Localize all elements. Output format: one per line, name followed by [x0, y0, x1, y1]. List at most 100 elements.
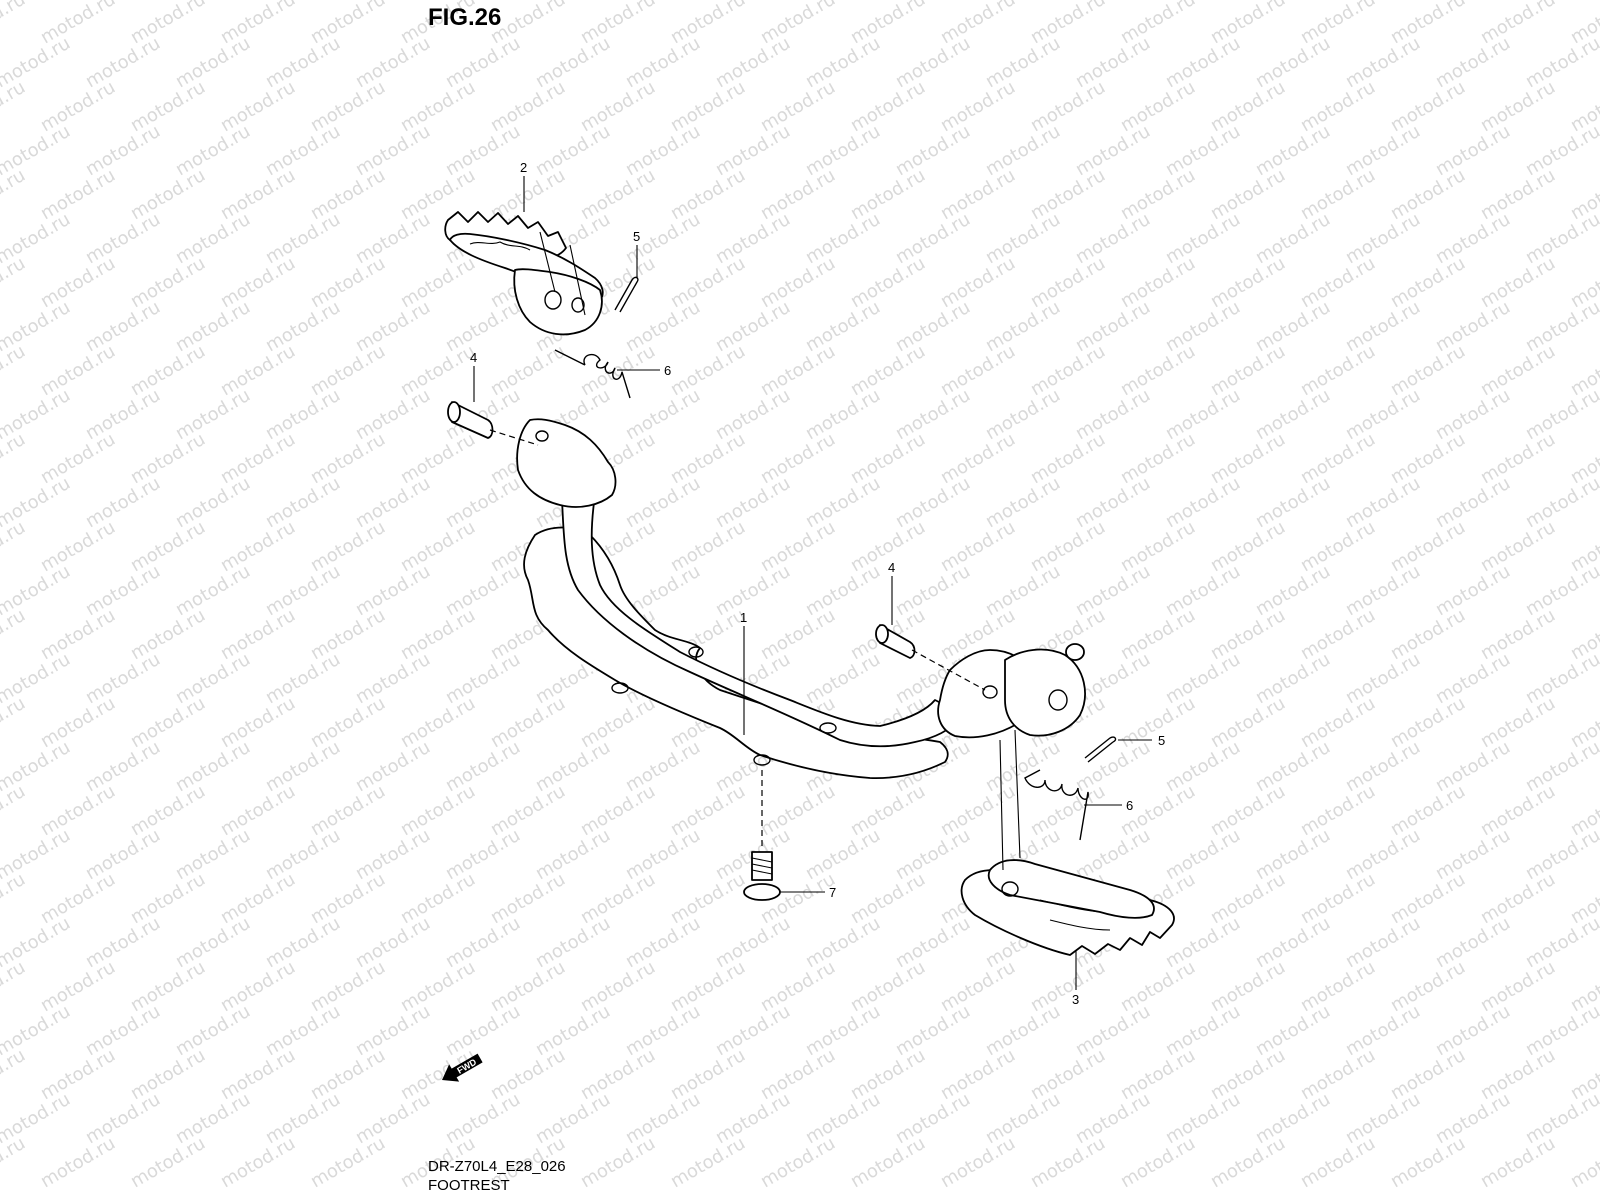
watermark-text: motod.ru — [667, 341, 749, 400]
watermark-text: motod.ru — [1567, 1133, 1600, 1192]
watermark-text: motod.ru — [712, 1089, 794, 1148]
watermark-text: motod.ru — [1297, 693, 1379, 752]
watermark-text: motod.ru — [262, 737, 344, 796]
watermark-text: motod.ru — [442, 1089, 524, 1148]
watermark-text: motod.ru — [577, 693, 659, 752]
watermark-text: motod.ru — [217, 605, 299, 664]
watermark-text: motod.ru — [0, 0, 29, 48]
watermark-text: motod.ru — [37, 517, 119, 576]
watermark-text: motod.ru — [1207, 341, 1289, 400]
watermark-text: motod.ru — [37, 957, 119, 1016]
watermark-text: motod.ru — [127, 781, 209, 840]
watermark-text: motod.ru — [1387, 957, 1469, 1016]
watermark-text: motod.ru — [1027, 165, 1109, 224]
watermark-text: motod.ru — [1297, 781, 1379, 840]
watermark-text: motod.ru — [1117, 341, 1199, 400]
watermark-text: motod.ru — [307, 781, 389, 840]
watermark-text: motod.ru — [802, 1089, 884, 1148]
watermark-text: motod.ru — [1027, 429, 1109, 488]
watermark-text: motod.ru — [802, 473, 884, 532]
watermark-text: motod.ru — [1342, 1001, 1424, 1060]
watermark-text: motod.ru — [1432, 1089, 1514, 1148]
watermark-text: motod.ru — [622, 121, 704, 180]
watermark-text: motod.ru — [892, 473, 974, 532]
watermark-text: motod.ru — [1387, 429, 1469, 488]
watermark-text: motod.ru — [1207, 517, 1289, 576]
watermark-text: motod.ru — [892, 825, 974, 884]
watermark-text: motod.ru — [1477, 781, 1559, 840]
watermark-text: motod.ru — [352, 385, 434, 444]
watermark-text: motod.ru — [307, 517, 389, 576]
watermark-text: motod.ru — [1342, 737, 1424, 796]
watermark-text: motod.ru — [397, 341, 479, 400]
watermark-text: motod.ru — [1027, 341, 1109, 400]
watermark-text: motod.ru — [982, 561, 1064, 620]
callout-4-right: 4 — [888, 560, 895, 575]
watermark-text: motod.ru — [1387, 165, 1469, 224]
watermark-text: motod.ru — [667, 165, 749, 224]
watermark-text: motod.ru — [1162, 737, 1244, 796]
watermark-text: motod.ru — [307, 429, 389, 488]
watermark-text: motod.ru — [1522, 737, 1600, 796]
watermark-text: motod.ru — [1207, 429, 1289, 488]
pin-left — [447, 401, 539, 446]
watermark-text: motod.ru — [1432, 297, 1514, 356]
watermark-text: motod.ru — [1522, 1001, 1600, 1060]
watermark-text: motod.ru — [532, 1001, 614, 1060]
watermark-text: motod.ru — [217, 341, 299, 400]
watermark-text: motod.ru — [757, 781, 839, 840]
watermark-text: motod.ru — [82, 473, 164, 532]
watermark-text: motod.ru — [1162, 561, 1244, 620]
watermark-text: motod.ru — [532, 121, 614, 180]
watermark-text: motod.ru — [622, 473, 704, 532]
watermark-text: motod.ru — [1432, 1001, 1514, 1060]
watermark-text: motod.ru — [532, 913, 614, 972]
watermark-text: motod.ru — [622, 913, 704, 972]
watermark-text: motod.ru — [1207, 781, 1289, 840]
watermark-text: motod.ru — [577, 77, 659, 136]
watermark-text: motod.ru — [37, 1045, 119, 1104]
watermark-text: motod.ru — [82, 209, 164, 268]
watermark-text: motod.ru — [1027, 517, 1109, 576]
watermark-text: motod.ru — [307, 869, 389, 928]
watermark-text: motod.ru — [892, 913, 974, 972]
watermark-text: motod.ru — [307, 693, 389, 752]
watermark-text: motod.ru — [37, 253, 119, 312]
watermark-text: motod.ru — [307, 77, 389, 136]
watermark-text: motod.ru — [1252, 825, 1334, 884]
watermark-text: motod.ru — [802, 913, 884, 972]
watermark-text: motod.ru — [1072, 473, 1154, 532]
watermark-text: motod.ru — [172, 737, 254, 796]
watermark-text: motod.ru — [1342, 33, 1424, 92]
watermark-text: motod.ru — [172, 385, 254, 444]
watermark-text: motod.ru — [82, 825, 164, 884]
watermark-text: motod.ru — [1252, 297, 1334, 356]
watermark-text: motod.ru — [262, 649, 344, 708]
watermark-text: motod.ru — [622, 1089, 704, 1148]
watermark-text: motod.ru — [37, 165, 119, 224]
watermark-text: motod.ru — [442, 737, 524, 796]
watermark-text: motod.ru — [1477, 165, 1559, 224]
watermark-text: motod.ru — [847, 1045, 929, 1104]
watermark-text: motod.ru — [1207, 869, 1289, 928]
watermark-text: motod.ru — [127, 165, 209, 224]
left-footpeg — [444, 211, 604, 336]
watermark-text: motod.ru — [0, 1045, 29, 1104]
watermark-text: motod.ru — [397, 253, 479, 312]
watermark-text: motod.ru — [1387, 693, 1469, 752]
callout-3: 3 — [1072, 992, 1079, 1007]
watermark-text: motod.ru — [802, 1001, 884, 1060]
watermark-text: motod.ru — [37, 781, 119, 840]
watermark-text: motod.ru — [1207, 693, 1289, 752]
watermark-text: motod.ru — [1387, 341, 1469, 400]
watermark-text: motod.ru — [1117, 253, 1199, 312]
watermark-text: motod.ru — [982, 33, 1064, 92]
watermark-text: motod.ru — [37, 341, 119, 400]
watermark-text: motod.ru — [397, 429, 479, 488]
watermark-text: motod.ru — [892, 33, 974, 92]
watermark-text: motod.ru — [1522, 649, 1600, 708]
watermark-text: motod.ru — [802, 121, 884, 180]
watermark-text: motod.ru — [1342, 385, 1424, 444]
watermark-text: motod.ru — [1252, 1001, 1334, 1060]
watermark-text: motod.ru — [352, 33, 434, 92]
